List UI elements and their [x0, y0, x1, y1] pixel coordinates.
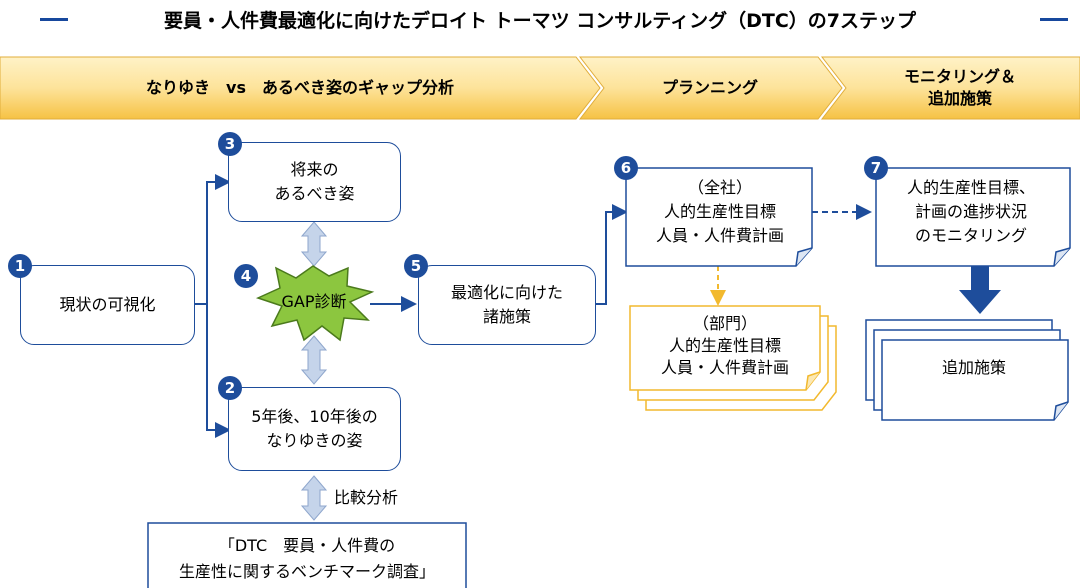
- step1-box: 現状の可視化: [20, 265, 195, 345]
- compare-label: 比較分析: [334, 488, 399, 507]
- step2-badge: 2: [218, 376, 242, 400]
- extra-doc-stack: [865, 319, 1069, 421]
- connector-5-to-6: [596, 204, 628, 305]
- benchmark-box: [147, 522, 467, 588]
- step3-badge: 3: [218, 132, 242, 156]
- phase-gap-analysis-label: なりゆき vs あるべき姿のギャップ分析: [146, 78, 454, 97]
- phase-monitoring-line1: モニタリング＆: [903, 67, 1016, 86]
- arrow-7-to-extra: [959, 262, 1001, 314]
- step5-box: 最適化に向けた 諸施策: [418, 265, 596, 345]
- dept-doc-line1: （部門）: [692, 314, 757, 333]
- dept-doc-stack: [629, 305, 837, 411]
- dept-doc-line3: 人員・人件費計画: [660, 358, 789, 377]
- phase-planning-label: プランニング: [661, 78, 758, 97]
- step3-line2: あるべき姿: [274, 184, 355, 203]
- phase-monitoring-label: モニタリング＆ 追加施策: [860, 62, 1060, 114]
- step6-line3: 人員・人件費計画: [655, 226, 784, 245]
- step7-line2: 計画の進捗状況: [914, 202, 1027, 221]
- step5-line2: 諸施策: [482, 307, 531, 326]
- step1-badge: 1: [8, 254, 32, 278]
- title-left-dash: [40, 18, 68, 21]
- step5-line1: 最適化に向けた: [450, 283, 563, 302]
- step3-box: 将来の あるべき姿: [228, 142, 401, 222]
- step2-line2: なりゆきの姿: [266, 431, 363, 450]
- phase-monitoring-line2: 追加施策: [927, 89, 992, 108]
- connector-1-to-2: [206, 304, 231, 438]
- connector-1-to-3: [195, 174, 231, 305]
- step7-doc: [875, 167, 1071, 267]
- step2-box: 5年後、10年後の なりゆきの姿: [228, 387, 401, 471]
- step7-badge: 7: [864, 156, 888, 180]
- double-arrow-2-benchmark: [300, 475, 328, 521]
- step5-badge: 5: [404, 254, 428, 278]
- step4-label: GAP診断: [281, 292, 347, 311]
- step6-badge: 6: [614, 156, 638, 180]
- benchmark-line2: 生産性に関するベンチマーク調査」: [178, 562, 435, 581]
- phase-chevron-planning: [578, 56, 843, 120]
- step6-line1: （全社）: [687, 178, 752, 197]
- page-title: 要員・人件費最適化に向けたデロイト トーマツ コンサルティング（DTC）の7ステ…: [164, 10, 916, 32]
- extra-doc-label: 追加施策: [941, 358, 1006, 377]
- double-arrow-3-4: [300, 221, 328, 267]
- step7-line3: のモニタリング: [914, 226, 1027, 245]
- step3-line1: 将来の: [290, 160, 339, 179]
- dept-doc-line2: 人的生産性目標: [668, 336, 781, 355]
- step2-line1: 5年後、10年後の: [251, 407, 378, 426]
- step7-line1: 人的生産性目標、: [906, 178, 1035, 197]
- step6-doc: [625, 167, 813, 267]
- title-right-dash: [1040, 18, 1068, 21]
- step4-badge: 4: [234, 264, 258, 288]
- step6-line2: 人的生産性目標: [663, 202, 776, 221]
- phase-chevron-gap-analysis: [0, 56, 601, 120]
- gap-star-burst: [255, 265, 375, 342]
- phase-chevron-monitoring: [820, 56, 1080, 120]
- benchmark-line1: 「DTC 要員・人件費の: [218, 536, 396, 555]
- step1-label: 現状の可視化: [59, 295, 156, 314]
- double-arrow-4-2: [300, 335, 328, 385]
